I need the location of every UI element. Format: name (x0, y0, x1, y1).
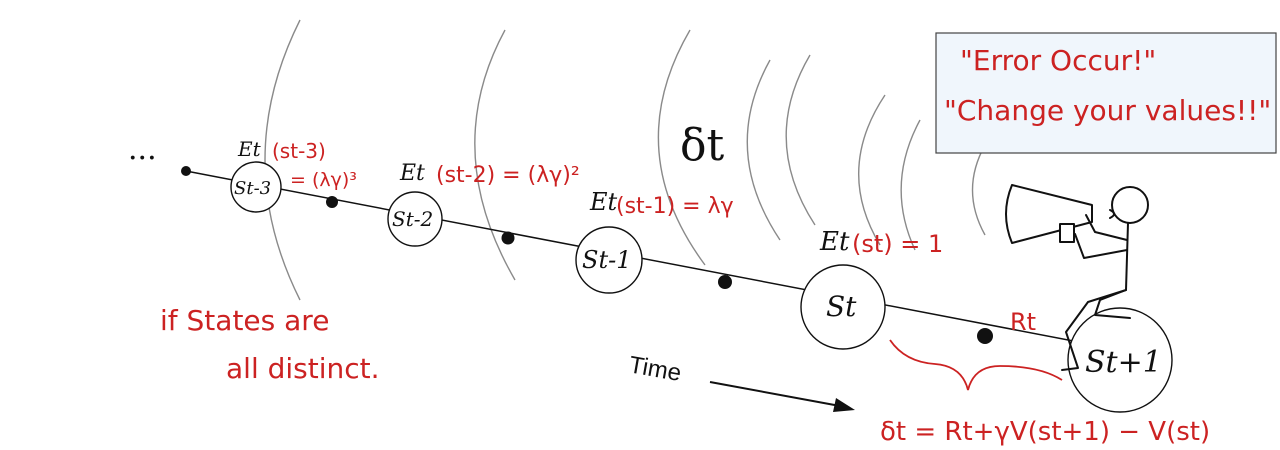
callout-line-1: "Error Occur!" (960, 44, 1156, 77)
figure-arm (1074, 233, 1128, 259)
eligibility-label-t-2: Et (399, 161, 425, 186)
eligibility-value-t-3: = (λγ)³ (290, 169, 357, 191)
action-dots (181, 166, 993, 344)
error-callout: "Error Occur!" "Change your values!!" (935, 32, 1277, 154)
eligibility-label-t: Et (819, 227, 850, 257)
state-node-t-2 (387, 191, 443, 247)
time-arrow (709, 381, 855, 412)
state-nodes (230, 161, 1173, 413)
action-dot (181, 166, 191, 176)
time-label: Time (627, 351, 683, 387)
figure-mouth (1109, 209, 1115, 219)
eligibility-value-t-3-arg: (st-3) (272, 139, 326, 163)
eligibility-value-t-2: (st-2) = (λγ)² (436, 163, 580, 188)
wave-arc (900, 119, 921, 251)
distinct-note-line-2: all distinct. (226, 352, 380, 385)
wave-arc (264, 19, 301, 301)
arrowhead-icon (833, 398, 855, 412)
callout-box (935, 32, 1277, 154)
action-dot (501, 231, 515, 245)
state-label-t-1: St-1 (582, 246, 631, 274)
wave-arc (746, 59, 781, 241)
megaphone-handle (1059, 223, 1075, 243)
state-label-t-plus-1: St+1 (1085, 345, 1162, 380)
state-label-t-3: St-3 (234, 178, 271, 199)
figure-body (1125, 222, 1129, 291)
reward-label: Rt (1010, 308, 1036, 336)
wave-arc (785, 54, 816, 226)
trajectory-line (185, 170, 1111, 349)
figure-arm (1085, 214, 1128, 241)
eligibility-label-t-1: Et (589, 188, 618, 216)
distinct-note-line-1: if States are (160, 304, 329, 337)
delta-symbol: δt (680, 120, 724, 171)
megaphone-icon (1005, 184, 1093, 244)
wave-arc (657, 29, 706, 266)
td-error-formula: δt = Rt+γV(st+1) − V(st) (880, 417, 1210, 447)
state-node-t-plus-1 (1067, 307, 1173, 413)
state-node-t (800, 264, 886, 350)
figure-leg (1061, 289, 1127, 371)
wave-arc (474, 29, 516, 281)
action-dot (326, 196, 338, 208)
state-label-t-2: St-2 (392, 207, 433, 231)
action-dot (977, 328, 993, 344)
action-dot (718, 275, 732, 289)
callout-line-2: "Change your values!!" (944, 94, 1271, 127)
state-node-t-3 (230, 161, 282, 213)
wave-arc (971, 144, 986, 236)
state-label-t: St (826, 290, 857, 323)
eligibility-value-t: (st) = 1 (852, 230, 943, 258)
figure-head (1111, 186, 1149, 224)
transition-brace (889, 339, 1063, 391)
wave-arc (857, 94, 886, 246)
wave-arcs (264, 19, 986, 301)
state-node-t-1 (575, 226, 643, 294)
eligibility-value-t-1: (st-1) = λγ (616, 194, 734, 219)
megaphone-stick-figure-icon (1005, 184, 1149, 371)
eligibility-label-t-3: Et (237, 137, 262, 161)
ellipsis: ··· (128, 141, 157, 176)
